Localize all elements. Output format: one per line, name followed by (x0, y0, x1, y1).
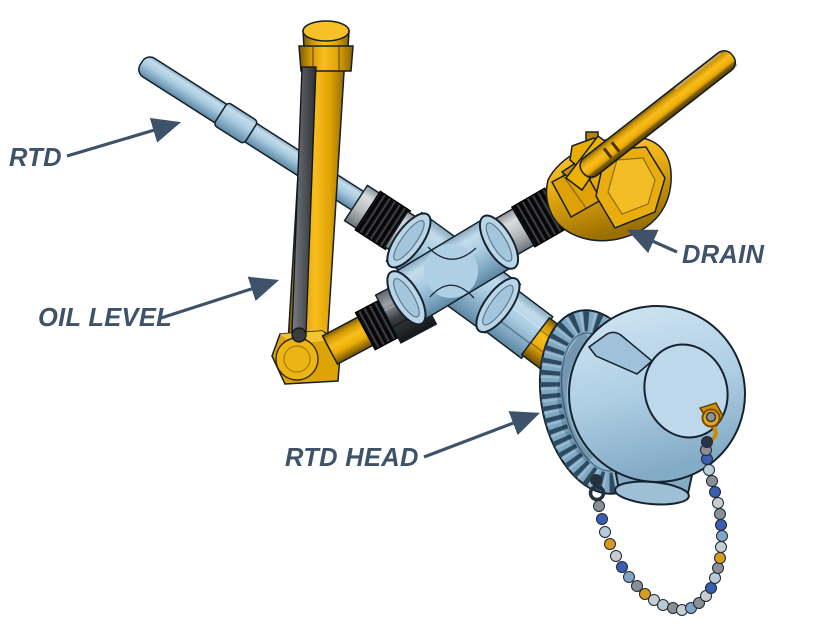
chain-eyelet (698, 402, 724, 443)
rtd-head-housing (538, 305, 746, 506)
cross-fitting (385, 211, 522, 334)
label-oil-level: OIL LEVEL (38, 304, 172, 332)
cap-clip-tab (587, 331, 654, 375)
drain-valve (545, 50, 738, 242)
arrow-oil-level (160, 276, 280, 320)
fill-cap (302, 20, 350, 42)
cap-hex-collar (298, 45, 354, 72)
oil-level-assembly (271, 20, 354, 385)
lower-left-nipple (321, 275, 438, 366)
arrow-rtd (66, 118, 182, 158)
bead-chain (593, 436, 728, 616)
label-rtd-head: RTD HEAD (285, 444, 419, 472)
label-drain: DRAIN (682, 241, 765, 269)
label-rtd: RTD (9, 144, 62, 172)
arrow-rtd-head (423, 411, 540, 459)
arrow-drain (627, 229, 678, 254)
callouts: RTD OIL LEVEL DRAIN RTD HEAD (9, 118, 765, 472)
valve-handle (579, 50, 738, 182)
